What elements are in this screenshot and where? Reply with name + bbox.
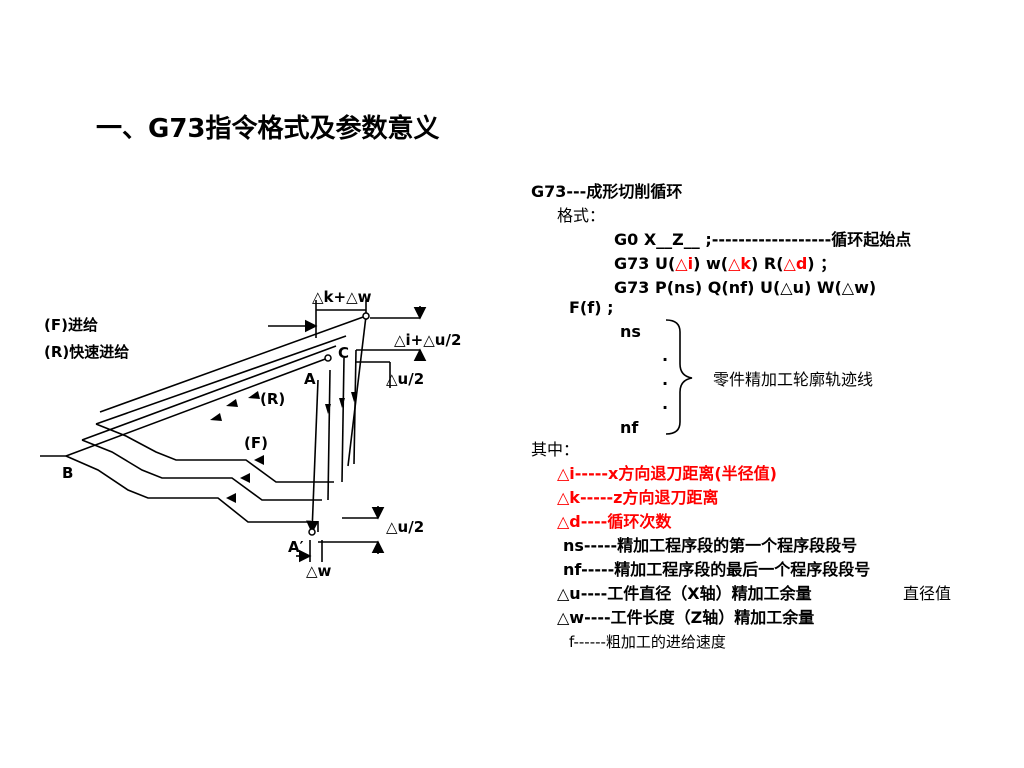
format-label: 格式：: [557, 206, 606, 225]
label-du2-lower: △u/2: [386, 518, 424, 536]
contour-path-2: [81, 439, 322, 501]
contour-path-3: [95, 423, 334, 483]
where-label: 其中：: [531, 440, 580, 459]
label-dk-dw: △k+△w: [312, 288, 372, 306]
brace-icon: [665, 319, 693, 435]
def-dk: △k-----z方向退刀距离: [557, 488, 719, 507]
code-line-g73-1: G73 U(△i) w(△k) R(△d) ；: [614, 254, 837, 273]
code-line-ff: F(f) ;: [569, 298, 614, 317]
def-f: f------粗加工的进给速度: [569, 633, 726, 651]
label-F: (F): [244, 434, 268, 452]
label-R: (R): [260, 390, 285, 408]
def-dd: △d----循环次数: [557, 512, 672, 531]
label-di-du2: △i+△u/2: [394, 331, 461, 349]
param-dk: △k: [728, 254, 752, 273]
label-A-prime: A′: [288, 538, 304, 556]
def-ns: ns-----精加工程序段的第一个程序段段号: [563, 536, 858, 555]
code-dot-1: .: [662, 346, 669, 365]
label-C: C: [338, 344, 349, 362]
legend-feed: (F)进给: [44, 316, 98, 334]
label-dw: △w: [306, 562, 332, 580]
code-ns: ns: [620, 322, 641, 341]
page-title: 一、G73指令格式及参数意义: [96, 114, 440, 144]
def-nf: nf-----精加工程序段的最后一个程序段段号: [563, 560, 871, 579]
code-heading: G73---成形切削循环: [531, 182, 683, 201]
code-line-g0: G0 X__Z__ ;------------------循环起始点: [614, 230, 912, 249]
param-di: △i: [675, 254, 694, 273]
code-line-g73-2: G73 P(ns) Q(nf) U(△u) W(△w): [614, 278, 877, 297]
label-du2-upper: △u/2: [386, 370, 424, 388]
code-nf: nf: [620, 418, 639, 437]
legend-rapid: (R)快速进给: [44, 343, 129, 361]
label-B: B: [62, 464, 73, 482]
label-A: A: [304, 370, 316, 388]
def-du-note: 直径值: [903, 584, 952, 603]
def-di: △i-----x方向退刀距离(半径值): [557, 464, 777, 483]
g73-cycle-diagram: (F)进给 (R)快速进给 △k+△w △i+△u/2 △u/2 (R) (F)…: [40, 288, 461, 580]
brace-label: 零件精加工轮廓轨迹线: [713, 370, 874, 389]
code-dot-3: .: [662, 394, 669, 413]
code-dot-2: .: [662, 370, 669, 389]
param-dd: △d: [783, 254, 808, 273]
def-dw: △w----工件长度（Z轴）精加工余量: [557, 608, 815, 627]
def-du: △u----工件直径（X轴）精加工余量: [557, 584, 812, 603]
contour-path-1: [65, 455, 319, 532]
